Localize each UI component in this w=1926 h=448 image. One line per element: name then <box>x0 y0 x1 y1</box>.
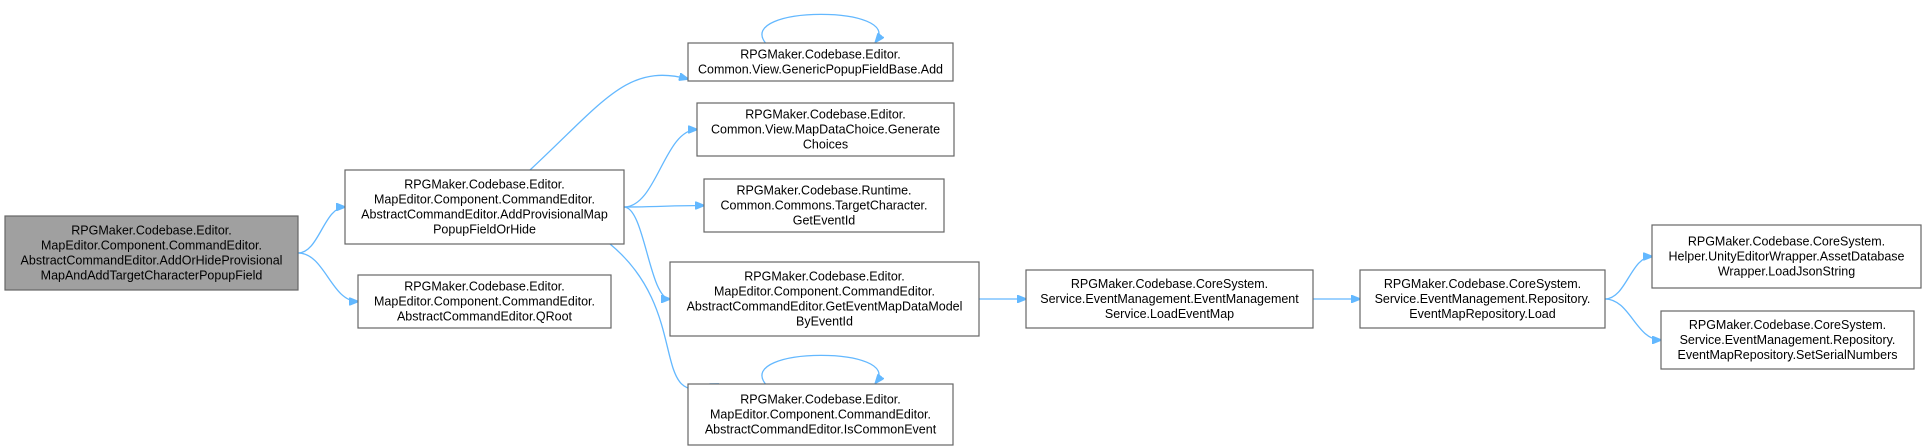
node-label-line: AbstractCommandEditor.IsCommonEvent <box>705 423 937 437</box>
node-label-line: Wrapper.LoadJsonString <box>1718 265 1855 279</box>
node-load-event-map[interactable]: RPGMaker.Codebase.CoreSystem.Service.Eve… <box>1025 269 1314 329</box>
node-label-line: AbstractCommandEditor.QRoot <box>397 310 573 324</box>
edge-add_provisional-to-map_data_choice <box>623 130 697 208</box>
node-root[interactable]: RPGMaker.Codebase.Editor.MapEditor.Compo… <box>4 215 299 291</box>
node-label-line: EventMapRepository.Load <box>1409 307 1555 321</box>
node-label-line: RPGMaker.Codebase.CoreSystem. <box>1688 235 1885 249</box>
node-box <box>4 215 299 291</box>
node-load-json[interactable]: RPGMaker.Codebase.CoreSystem.Helper.Unit… <box>1651 224 1922 289</box>
node-box <box>669 261 980 337</box>
node-box <box>1660 310 1915 370</box>
node-label-line: RPGMaker.Codebase.CoreSystem. <box>1384 277 1581 291</box>
node-label-line: GetEventId <box>793 214 856 228</box>
node-target-character[interactable]: RPGMaker.Codebase.Runtime.Common.Commons… <box>703 178 945 233</box>
node-qroot[interactable]: RPGMaker.Codebase.Editor.MapEditor.Compo… <box>357 274 612 329</box>
node-map-data-choice[interactable]: RPGMaker.Codebase.Editor.Common.View.Map… <box>696 102 955 157</box>
node-label-line: MapEditor.Component.CommandEditor. <box>374 295 595 309</box>
node-layer: RPGMaker.Codebase.Editor.MapEditor.Compo… <box>4 42 1922 446</box>
edge-add_provisional-to-generic_popup_add <box>529 75 688 171</box>
edge-add_provisional-to-get_event_map_data <box>623 206 670 299</box>
edge-line <box>761 13 879 43</box>
edge-line <box>529 75 688 171</box>
node-set-serial[interactable]: RPGMaker.Codebase.CoreSystem.Service.Eve… <box>1660 310 1915 370</box>
node-box <box>357 274 612 329</box>
edge-add_provisional-to-target_character <box>623 206 704 208</box>
edge-repo_load-to-load_json <box>1604 257 1652 300</box>
edge-line <box>623 130 697 208</box>
edge-line <box>761 354 879 384</box>
edge-repo_load-to-set_serial <box>1604 298 1661 340</box>
edge-line <box>297 207 345 254</box>
node-label-line: PopupFieldOrHide <box>433 223 536 237</box>
node-label-line: Service.EventManagement.EventManagement <box>1040 292 1299 306</box>
edge-line <box>623 206 670 299</box>
node-label-line: RPGMaker.Codebase.Runtime. <box>736 184 911 198</box>
node-box <box>687 383 954 446</box>
node-box <box>1651 224 1922 289</box>
node-label-line: RPGMaker.Codebase.Editor. <box>740 393 901 407</box>
node-label-line: EventMapRepository.SetSerialNumbers <box>1677 348 1897 362</box>
node-label-line: RPGMaker.Codebase.Editor. <box>71 224 232 238</box>
node-label-line: MapAndAddTargetCharacterPopupField <box>41 269 263 283</box>
node-label-line: Service.EventManagement.Repository. <box>1680 333 1896 347</box>
node-label-line: RPGMaker.Codebase.Editor. <box>745 108 906 122</box>
node-box <box>344 169 625 245</box>
node-label-line: Common.View.GenericPopupFieldBase.Add <box>698 63 943 77</box>
node-box <box>696 102 955 157</box>
node-label-line: MapEditor.Component.CommandEditor. <box>374 193 595 207</box>
node-label-line: RPGMaker.Codebase.CoreSystem. <box>1071 277 1268 291</box>
node-label-line: ByEventId <box>796 315 853 329</box>
node-box <box>687 42 954 82</box>
node-label-line: AbstractCommandEditor.AddOrHideProvision… <box>21 254 283 268</box>
node-label-line: RPGMaker.Codebase.CoreSystem. <box>1689 318 1886 332</box>
node-label-line: MapEditor.Component.CommandEditor. <box>710 408 931 422</box>
edge-layer <box>297 13 1661 389</box>
edge-root-to-add_provisional <box>297 207 345 254</box>
node-label-line: MapEditor.Component.CommandEditor. <box>714 285 935 299</box>
node-generic-popup-add[interactable]: RPGMaker.Codebase.Editor.Common.View.Gen… <box>687 42 954 82</box>
node-label-line: RPGMaker.Codebase.Editor. <box>404 280 565 294</box>
edge-line <box>297 252 358 302</box>
node-label-line: AbstractCommandEditor.AddProvisionalMap <box>361 208 608 222</box>
node-label-line: Choices <box>803 138 848 152</box>
node-label-line: Service.EventManagement.Repository. <box>1375 292 1591 306</box>
edge-root-to-qroot <box>297 252 358 302</box>
node-box <box>1359 269 1606 329</box>
node-box <box>703 178 945 233</box>
node-box <box>1025 269 1314 329</box>
edge-is_common_event-to-is_common_event <box>761 354 879 384</box>
node-is-common-event[interactable]: RPGMaker.Codebase.Editor.MapEditor.Compo… <box>687 383 954 446</box>
node-label-line: RPGMaker.Codebase.Editor. <box>404 178 565 192</box>
node-label-line: MapEditor.Component.CommandEditor. <box>41 239 262 253</box>
node-add-provisional[interactable]: RPGMaker.Codebase.Editor.MapEditor.Compo… <box>344 169 625 245</box>
node-label-line: RPGMaker.Codebase.Editor. <box>744 270 905 284</box>
edge-generic_popup_add-to-generic_popup_add <box>761 13 879 43</box>
node-repo-load[interactable]: RPGMaker.Codebase.CoreSystem.Service.Eve… <box>1359 269 1606 329</box>
node-label-line: Common.Commons.TargetCharacter. <box>720 199 927 213</box>
node-label-line: Service.LoadEventMap <box>1105 307 1234 321</box>
edge-line <box>623 206 704 208</box>
node-label-line: Common.View.MapDataChoice.Generate <box>711 123 940 137</box>
node-label-line: AbstractCommandEditor.GetEventMapDataMod… <box>687 300 963 314</box>
node-get-event-map-data[interactable]: RPGMaker.Codebase.Editor.MapEditor.Compo… <box>669 261 980 337</box>
node-label-line: Helper.UnityEditorWrapper.AssetDatabase <box>1669 250 1905 264</box>
node-label-line: RPGMaker.Codebase.Editor. <box>740 48 901 62</box>
edge-line <box>1604 257 1652 300</box>
edge-line <box>1604 298 1661 340</box>
